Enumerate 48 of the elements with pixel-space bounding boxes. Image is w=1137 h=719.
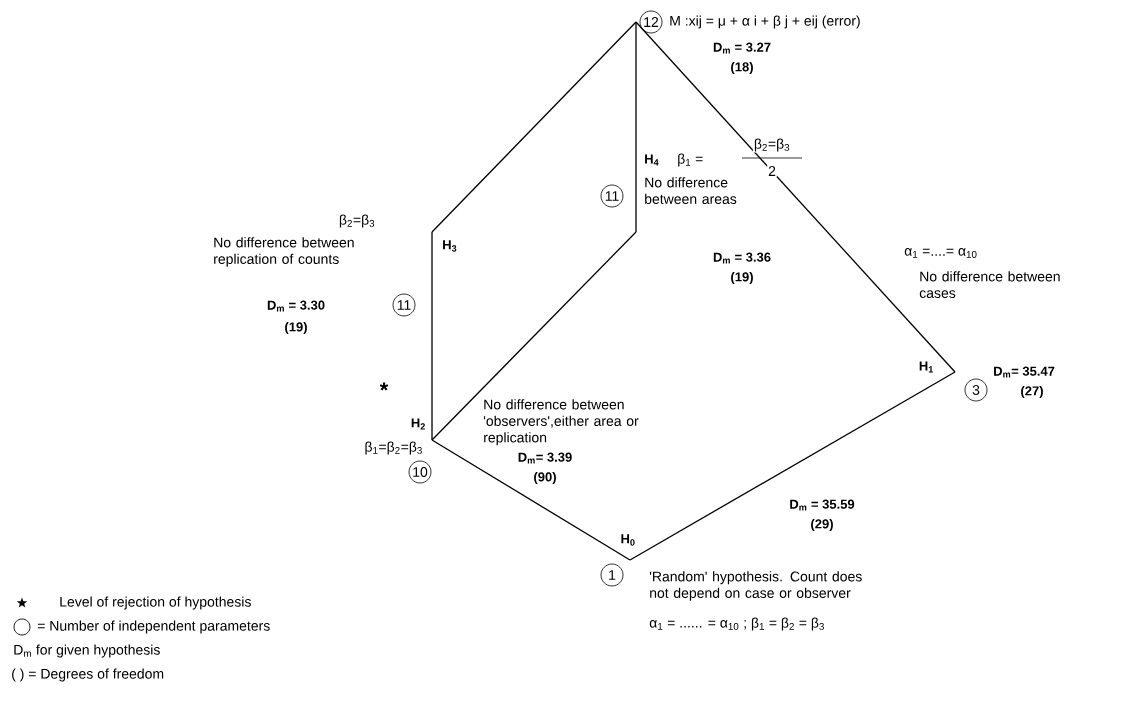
lattice-line [431,21,637,233]
hypothesis-label: H$_{3}$ [443,240,457,252]
circled-number: 3 [964,378,988,402]
star-mark: * [379,382,389,391]
circled-number: 11 [392,293,416,317]
hypothesis-label: H$_{1}$ [919,361,934,373]
fraction-numerator: β$_{2}$=β$_{3}$ [752,137,792,153]
lattice-line [431,231,433,441]
lattice-line [629,371,956,561]
statistic-value: D$_{m}$ = 3.27 [713,42,771,54]
description-text: 'Random' hypothesis. Count does not depend on case or observer [649,571,862,601]
description-text: No difference between areas [645,177,737,204]
fraction-denominator: 2 [767,165,777,177]
formula-text: β$_{1}$=β$_{2}$=β$_{3}$ [365,441,422,455]
formula-text: α$_{1}$ =....= α$_{10}$ [904,248,977,258]
description-text: No difference between 'observers',either area or replication [483,399,639,446]
legend-text: = Number of independent parameters [37,620,270,634]
statistic-value: D$_{m}$= 3.39 [518,452,572,464]
degrees-of-freedom: (27) [1021,385,1043,399]
lattice-line [635,21,956,373]
description-text: No difference between replication of counts [214,237,354,267]
circled-number: 1 [600,563,624,587]
circled-number: 10 [408,460,432,484]
lattice-line [635,21,637,233]
statistic-value: D$_{m}$= 35.47 [994,366,1055,378]
degrees-of-freedom: (90) [534,471,556,485]
degrees-of-freedom: (18) [731,61,753,75]
circled-number: 11 [600,184,624,208]
hypothesis-label: H$_{4}$ [645,154,659,166]
statistic-value: D$_{m}$ = 3.36 [713,252,771,264]
degrees-of-freedom: (19) [731,271,753,285]
description-text: No difference between cases [919,271,1060,298]
circled-number: 12 [639,10,663,34]
formula-text: M :xij = μ + α i + β j + eij (error) [670,15,860,29]
legend-text: ( ) = Degrees of freedom [12,668,164,682]
lattice-line [431,231,637,441]
legend-text: Level of rejection of hypothesis [60,596,251,610]
formula-text: β$_{1}$ = [678,153,703,167]
lattice-line [431,439,631,561]
hypothesis-label: H$_{2}$ [411,418,425,430]
statistic-value: D$_{m}$ = 35.59 [790,499,855,511]
hypothesis-label: H$_{0}$ [621,534,635,546]
legend-text: D$_{m}$ for given hypothesis [14,644,160,658]
formula-text: β$_{2}$=β$_{3}$ [339,214,375,228]
statistic-value: D$_{m}$ = 3.30 [267,300,325,312]
degrees-of-freedom: (29) [811,518,833,532]
degrees-of-freedom: (19) [285,321,307,335]
formula-text: α$_{1}$ = ...... = α$_{10}$ ; β$_{1}$ = β$_{2}$ = β$_{3}$ [649,617,824,631]
